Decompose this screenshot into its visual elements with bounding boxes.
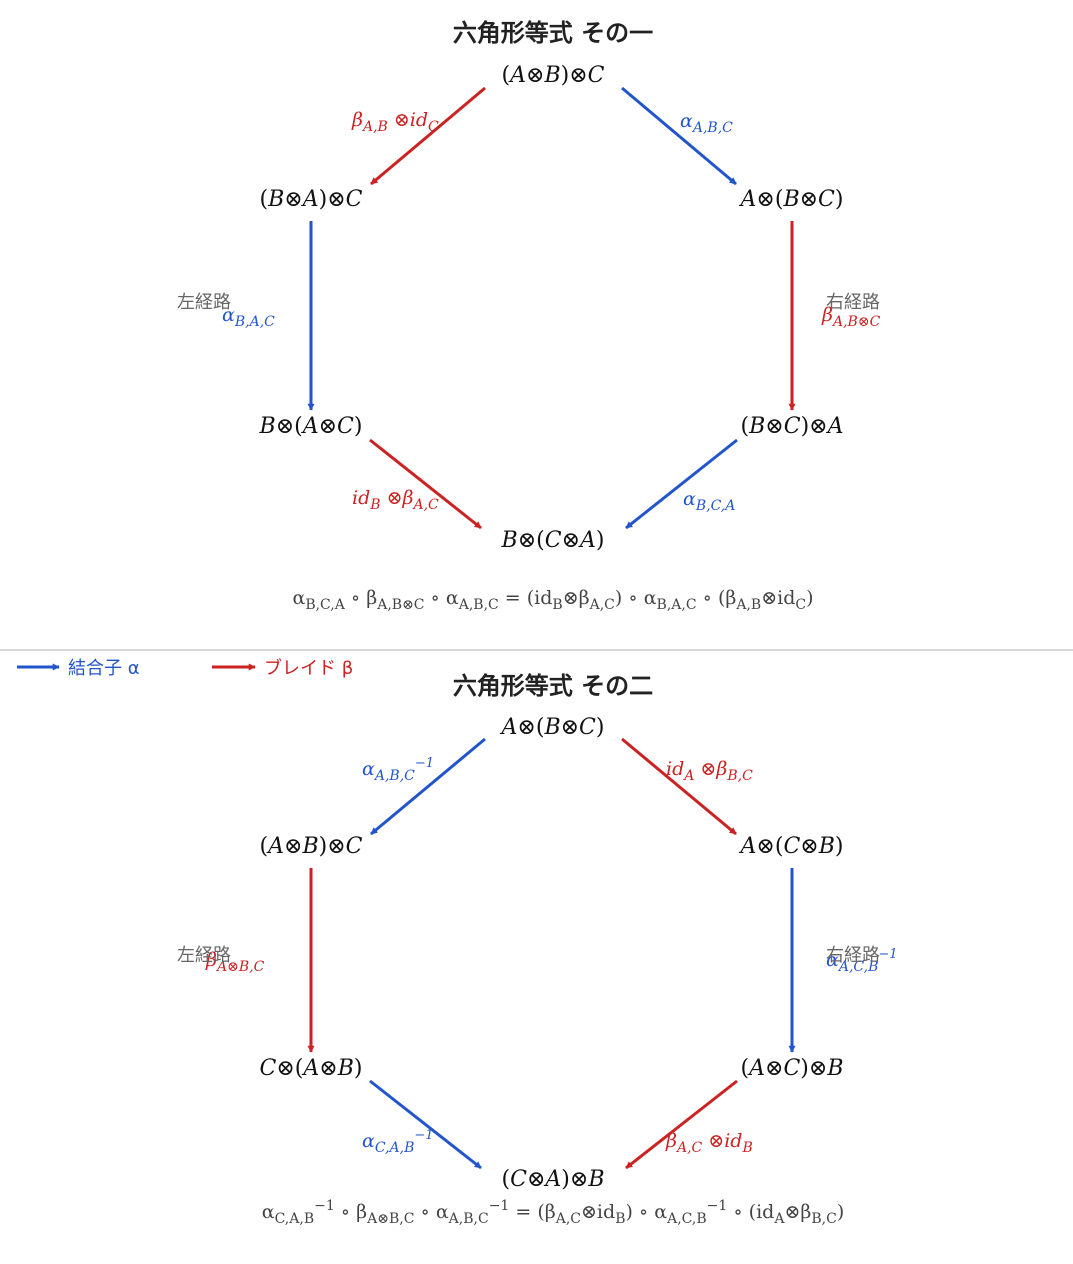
node-2-upper-right: A⊗(C⊗B) — [739, 834, 844, 859]
node-1-lower-left: B⊗(A⊗C) — [259, 414, 363, 439]
edge-1-top-right-label: αA,B,C — [680, 110, 733, 136]
edge-1-bottom-right-arrow — [625, 438, 738, 530]
edge-2-left-label: βA⊗B,C — [205, 949, 265, 975]
edge-1-top-left-arrow — [370, 86, 486, 186]
hexagon-2-right-path-label: 右経路 — [826, 945, 880, 966]
edge-1-right-label: βA,B⊗C — [821, 304, 881, 330]
node-1-upper-right: A⊗(B⊗C) — [739, 187, 844, 212]
node-1-top: (A⊗B)⊗C — [502, 63, 605, 88]
edge-2-right-label: αA,C,B−1 — [826, 947, 898, 975]
node-1-lower-right: (B⊗C)⊗A — [741, 414, 844, 439]
node-1-upper-left: (B⊗A)⊗C — [260, 187, 363, 212]
node-1-bottom: B⊗(C⊗A) — [501, 528, 605, 553]
hexagon-1-right-path-label: 右経路 — [826, 292, 880, 313]
edge-1-bottom-left-arrow — [369, 438, 482, 530]
hexagon-1-title: 六角形等式 その一 — [453, 19, 653, 47]
edge-1-top-right-arrow — [621, 86, 737, 186]
node-2-bottom: (C⊗A)⊗B — [502, 1167, 605, 1192]
node-2-top: A⊗(B⊗C) — [500, 715, 605, 740]
edge-1-bottom-right-label: αB,C,A — [683, 488, 735, 514]
hexagon-2-title: 六角形等式 その二 — [453, 672, 653, 700]
node-2-lower-left: C⊗(A⊗B) — [260, 1056, 363, 1081]
node-2-upper-left: (A⊗B)⊗C — [260, 834, 363, 859]
edge-2-bottom-right-label: βA,C ⊗idB — [665, 1130, 753, 1156]
legend: 結合子 α ブレイド β — [17, 657, 353, 679]
edge-2-top-left-label: αA,B,C−1 — [362, 756, 434, 784]
legend-alpha-label: 結合子 α — [68, 658, 140, 679]
edge-1-left-label: αB,A,C — [222, 304, 275, 330]
edge-2-bottom-left-arrow — [369, 1079, 482, 1170]
hexagon-2-equation: αC,A,B−1 ∘ βA⊗B,C ∘ αA,B,C−1 = (βA,C⊗idB… — [262, 1198, 844, 1227]
edge-1-bottom-left-label: idB ⊗βA,C — [352, 487, 439, 513]
edge-2-top-right-label: idA ⊗βB,C — [666, 758, 753, 784]
edge-2-bottom-right-arrow — [625, 1079, 738, 1170]
edge-2-bottom-left-label: αC,A,B−1 — [362, 1128, 434, 1156]
hexagon-1-equation: αB,C,A ∘ βA,B⊗C ∘ αA,B,C = (idB⊗βA,C) ∘ … — [292, 587, 813, 613]
legend-beta-label: ブレイド β — [264, 657, 353, 679]
hexagon-1-left-path-label: 左経路 — [177, 292, 231, 313]
edge-2-top-left-arrow — [370, 737, 486, 836]
hexagon-2: 六角形等式 その二 A⊗(B⊗C) (A⊗B)⊗C A⊗(C⊗B) C⊗(A⊗B… — [177, 672, 898, 1227]
hexagon-2-left-path-label: 左経路 — [177, 945, 231, 966]
node-2-lower-right: (A⊗C)⊗B — [741, 1056, 844, 1081]
edge-1-top-left-label: βA,B ⊗idC — [351, 109, 439, 135]
hexagon-1: 六角形等式 その一 (A⊗B)⊗C (B⊗A)⊗C A⊗(B⊗C) B⊗(A⊗C… — [177, 19, 881, 613]
edge-2-top-right-arrow — [621, 737, 737, 836]
